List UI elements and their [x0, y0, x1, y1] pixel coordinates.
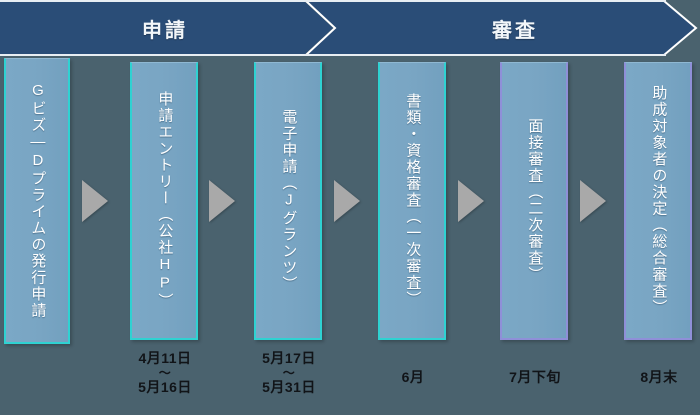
date-caption-step-3-separator: ～	[282, 365, 296, 380]
process-box-6[interactable]: 助成対象者の決定（総合審査）	[624, 62, 692, 340]
date-caption-step-4-value: 6月	[401, 369, 425, 385]
banner-segment-examination	[308, 2, 695, 54]
date-caption-step-3: 5月17日 ～ 5月31日	[244, 350, 334, 395]
banner-arrow-tip-outline	[663, 0, 698, 56]
process-box-1[interactable]: Gビズ―Dプライムの発行申請	[4, 58, 70, 344]
process-box-3-label: 電子申請（Jグランツ）	[280, 108, 298, 293]
process-box-2-label: 申請エントリー（公社HP）	[156, 91, 174, 310]
phase-banner: 申請 審査	[0, 0, 700, 56]
arrow-connector-2	[209, 180, 235, 222]
process-step-boxes: Gビズ―Dプライムの発行申請 申請エントリー（公社HP） 電子申請（Jグランツ）…	[0, 58, 700, 348]
date-caption-step-5: 7月下旬	[490, 369, 580, 386]
process-box-3[interactable]: 電子申請（Jグランツ）	[254, 62, 322, 340]
arrow-connector-5	[580, 180, 606, 222]
schedule-captions: 4月11日 ～ 5月16日 5月17日 ～ 5月31日 6月 7月下旬 8月末	[0, 348, 700, 415]
process-box-6-label: 助成対象者の決定（総合審査）	[650, 85, 668, 316]
date-caption-step-6: 8月末	[614, 369, 700, 386]
date-caption-step-5-value: 7月下旬	[509, 369, 561, 385]
process-box-4[interactable]: 書類・資格審査（一次審査）	[378, 62, 446, 340]
process-box-4-label: 書類・資格審査（一次審査）	[404, 93, 422, 308]
date-caption-step-2-end: 5月16日	[138, 378, 192, 395]
process-box-5[interactable]: 面接審査（二次審査）	[500, 62, 568, 340]
date-caption-step-2-separator: ～	[158, 365, 172, 380]
date-caption-step-6-value: 8月末	[640, 369, 678, 385]
date-caption-step-3-end: 5月31日	[262, 378, 316, 395]
date-caption-step-2-start: 4月11日	[138, 350, 192, 366]
phase-banner-shape	[0, 0, 698, 56]
arrow-connector-4	[458, 180, 484, 222]
date-caption-step-4: 6月	[368, 369, 458, 386]
process-box-1-label: Gビズ―Dプライムの発行申請	[29, 82, 47, 319]
banner-segment-application	[0, 2, 333, 54]
process-box-2[interactable]: 申請エントリー（公社HP）	[130, 62, 198, 340]
arrow-connector-3	[334, 180, 360, 222]
date-caption-step-2: 4月11日 ～ 5月16日	[120, 350, 210, 395]
arrow-connector-1	[82, 180, 108, 222]
date-caption-step-3-start: 5月17日	[262, 350, 316, 366]
process-box-5-label: 面接審査（二次審査）	[526, 118, 544, 283]
banner-divider-chevron	[305, 0, 337, 56]
